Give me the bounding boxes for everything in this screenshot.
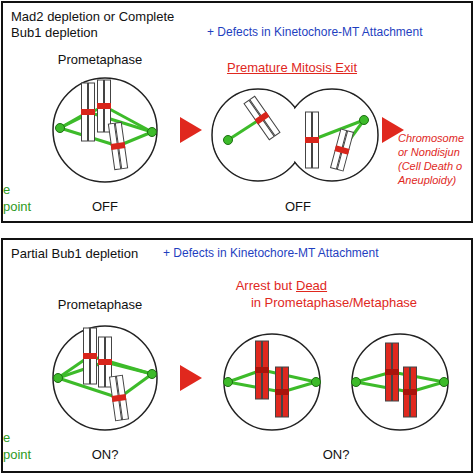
condition-note: + Defects in Kinetochore-MT Attachment (163, 246, 379, 260)
checkpoint-state: ON? (92, 447, 119, 463)
spindle-pole (148, 370, 157, 379)
outcome-note: or Nondisjun (398, 146, 460, 159)
outcome-note: Aneuploidy) (398, 174, 456, 187)
panel-box: Partial Bub1 depletion + Defects in Kinet… (1, 238, 473, 473)
spindle-pole (312, 378, 321, 387)
spindle-fiber (392, 372, 444, 382)
kinetochore (275, 389, 289, 395)
chromosome (385, 343, 399, 401)
chromosome (305, 112, 319, 168)
outcome-note: Chromosome (398, 132, 464, 145)
panel-heading: Mad2 depletion or Complete Bub1 depletio… (11, 9, 191, 40)
spindle-pole (54, 374, 63, 383)
kinetochore (111, 142, 126, 150)
checkpoint-state: ON? (323, 447, 350, 463)
cell-outline (53, 326, 157, 430)
kinetochore (385, 369, 399, 375)
checkpoint-label: e (3, 430, 10, 446)
spindle-pole (56, 124, 65, 133)
kinetochore (403, 389, 417, 395)
cell-outline (286, 89, 378, 181)
kinetochore (112, 394, 127, 402)
checkpoint-label: e (3, 182, 10, 198)
chromosome (255, 341, 269, 399)
condition-note: + Defects in Kinetochore-MT Attachment (207, 25, 423, 39)
checkpoint-state: OFF (285, 199, 311, 215)
outcome-label: Arrest but (236, 278, 292, 294)
stage-label: Prometaphase (58, 52, 143, 68)
chromosome (330, 129, 354, 171)
chromosome (108, 122, 128, 170)
chromosome (275, 367, 289, 417)
kinetochore (83, 353, 97, 359)
cell-outline (352, 334, 448, 430)
outcome-label: Premature Mitosis Exit (227, 60, 357, 76)
panel-heading: Partial Bub1 depletion (11, 246, 138, 262)
outcome-label: in Prometaphase/Metaphase (251, 295, 417, 311)
checkpoint-state: OFF (92, 199, 118, 215)
spindle-fiber (105, 362, 152, 374)
spindle-pole (224, 378, 233, 387)
checkpoint-label: point (3, 199, 31, 215)
chromosome (244, 96, 281, 140)
spindle-pole (148, 128, 157, 137)
progress-arrow (180, 117, 202, 143)
spindle-fiber (356, 382, 410, 392)
progress-arrow (180, 365, 202, 391)
checkpoint-label: point (3, 447, 31, 463)
spindle-pole (352, 378, 361, 387)
spindle-pole (224, 136, 233, 145)
kinetochore (97, 103, 111, 109)
chromatid (250, 96, 280, 135)
kinetochore (255, 112, 270, 125)
chromosome (109, 375, 129, 421)
kinetochore (305, 137, 319, 143)
kinetochore (98, 359, 112, 365)
kinetochore (255, 367, 269, 373)
outcome-note: (Cell Death o (398, 160, 462, 173)
cell-outline (53, 78, 157, 182)
spindle-fiber (58, 362, 105, 378)
kinetochore (334, 145, 349, 154)
spindle-pole (440, 378, 449, 387)
chromosome (83, 328, 97, 384)
kinetochore (81, 109, 95, 115)
spindle-pole (360, 116, 369, 125)
cell-outline (224, 334, 320, 430)
outcome-label: Dead (296, 278, 327, 294)
stage-label: Prometaphase (58, 297, 143, 313)
panel-box: Mad2 depletion or Complete Bub1 depletio… (1, 1, 473, 223)
chromosome (81, 83, 95, 141)
cell-fill (287, 90, 377, 180)
chromosome (403, 367, 417, 417)
